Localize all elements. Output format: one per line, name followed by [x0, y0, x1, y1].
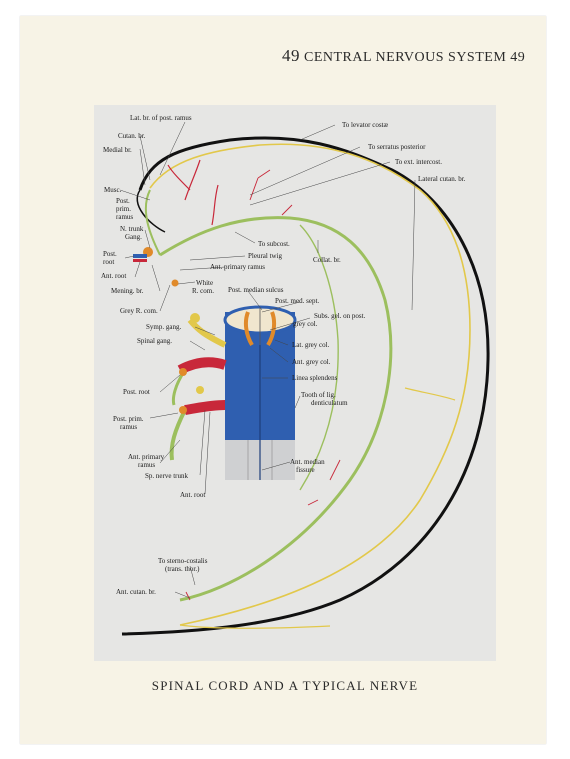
section-title: CENTRAL NERVOUS SYSTEM: [304, 50, 507, 65]
label-symp-gang: Symp. gang.: [146, 323, 181, 331]
label-ant-root-2: Ant. root: [180, 491, 205, 499]
nerve-roots: [169, 313, 227, 461]
label-subs-gel-a: Subs. gel. on post.: [314, 312, 366, 320]
spinal-cord-block: [223, 305, 297, 480]
label-ant-grey-col: Ant. grey col.: [292, 358, 331, 366]
label-post-prim-ramus2-b: ramus: [120, 423, 137, 431]
label-lat-br-post-ramus: Lat. br. of post. ramus: [130, 114, 192, 122]
label-ant-root: Ant. root: [101, 272, 126, 280]
label-post-root-a: Post.: [103, 250, 117, 258]
figure-caption: SPINAL CORD AND A TYPICAL NERVE: [151, 678, 419, 693]
page-number-right: 49: [510, 50, 526, 65]
label-n-trunk-gang-b: Gang.: [125, 233, 142, 241]
label-musc: Musc.: [104, 186, 122, 194]
label-ant-primary-ramus: Ant. primary ramus: [210, 263, 265, 271]
label-cutan-br: Cutan. br.: [118, 132, 146, 140]
red-vessel-small-4: [185, 591, 191, 601]
label-post-root-2: Post. root: [123, 388, 150, 396]
label-to-serratus-posterior: To serratus posterior: [368, 143, 426, 151]
label-n-trunk-gang-a: N. trunk: [120, 225, 144, 233]
label-ant-median-b: fissure: [296, 466, 315, 474]
label-medial-br: Medial br.: [103, 146, 132, 154]
label-post-median-sulcus: Post. median sulcus: [228, 286, 284, 294]
label-post-root-b: root: [103, 258, 114, 266]
label-collat-br: Collat. br.: [313, 256, 341, 264]
label-ant-cutan-br: Ant. cutan. br.: [116, 588, 156, 596]
red-vessel-small-2: [281, 204, 293, 216]
leader-lines: [119, 121, 416, 599]
body-wall-outline: [121, 136, 490, 636]
label-post-prim-ramus-c: ramus: [116, 213, 133, 221]
label-sp-nerve-trunk: Sp. nerve trunk: [145, 472, 188, 480]
label-lat-grey-col: Lat. grey col.: [292, 341, 330, 349]
label-linea-splendens: Linea splendens: [292, 374, 338, 382]
label-to-sterno-costalis-b: (trans. thor.): [165, 565, 200, 573]
label-post-med-sept: Post. med. sept.: [275, 297, 319, 305]
page-header: 49 CENTRAL NERVOUS SYSTEM 49: [282, 46, 532, 66]
green-collateral-branch: [299, 224, 339, 491]
label-white-r-com-a: White: [196, 279, 213, 287]
green-intercostal-nerve: [159, 216, 393, 602]
label-tooth-lig-b: denticulatum: [311, 399, 348, 407]
label-to-subcost: To subcost.: [258, 240, 290, 248]
red-vessel-small-1: [249, 169, 271, 201]
green-posterior-ramus: [144, 189, 161, 256]
label-pleural-twig: Pleural twig: [248, 252, 283, 260]
label-to-levator-costae: To levator costæ: [342, 121, 388, 129]
label-white-r-com-b: R. com.: [192, 287, 214, 295]
yellow-anterior-branch: [179, 624, 331, 629]
label-subs-gel-b: grey col.: [293, 320, 318, 328]
root-red-top: [133, 259, 147, 262]
label-post-prim-ramus2-a: Post. prim.: [113, 415, 144, 423]
root-blue-top: [133, 254, 147, 258]
label-mening-br: Mening. br.: [111, 287, 144, 295]
label-lateral-cutan-br: Lateral cutan. br.: [418, 175, 466, 183]
red-vessel-posterior: [167, 159, 219, 226]
red-vessel-small-3: [307, 459, 341, 506]
label-post-prim-ramus-a: Post.: [116, 197, 130, 205]
body-wall-inner: [136, 189, 166, 233]
label-ant-primary-ramus2-b: ramus: [138, 461, 155, 469]
page-number-left: 49: [282, 46, 300, 65]
label-to-ext-intercost: To ext. intercost.: [395, 158, 442, 166]
label-tooth-lig-a: Tooth of lig.: [301, 391, 336, 399]
label-spinal-gang: Spinal gang.: [137, 337, 172, 345]
label-to-sterno-costalis-a: To sterno-costalis: [158, 557, 208, 565]
symp-ganglion-top: [171, 279, 179, 287]
yellow-lateral-branch: [404, 387, 456, 401]
label-post-prim-ramus-b: prim.: [116, 205, 131, 213]
label-ant-primary-ramus2-a: Ant. primary: [128, 453, 165, 461]
label-grey-r-com: Grey R. com.: [120, 307, 158, 315]
label-ant-median-a: Ant. median: [290, 458, 325, 466]
yellow-nerve-outer: [149, 143, 471, 626]
